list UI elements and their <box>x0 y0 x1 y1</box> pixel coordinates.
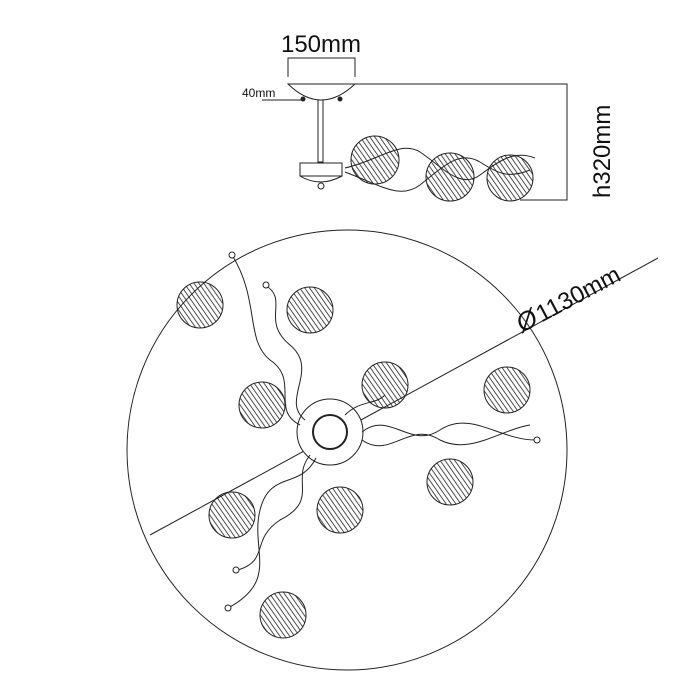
globe <box>483 366 531 414</box>
canopy <box>286 83 357 101</box>
base <box>299 162 343 183</box>
arm <box>264 284 306 421</box>
canopy-height-label: 40mm <box>242 86 275 100</box>
outline-circle <box>126 229 568 671</box>
globe <box>486 154 534 202</box>
arm <box>237 454 311 571</box>
arm <box>361 422 536 441</box>
globe <box>425 152 475 202</box>
globe <box>350 135 400 185</box>
globe <box>316 486 364 534</box>
hub-inner <box>312 414 348 450</box>
total-height-label: h320mm <box>589 105 616 198</box>
diameter-label: 1130mm <box>532 261 626 328</box>
rod <box>317 99 324 163</box>
globe <box>361 361 409 409</box>
side-view <box>262 57 568 202</box>
globe <box>208 491 256 539</box>
top-view <box>126 229 659 671</box>
globe <box>176 281 224 329</box>
hub-outer <box>296 398 364 466</box>
globe <box>238 381 286 429</box>
canopy-width-bracket <box>287 57 356 77</box>
canopy-width-label: 150mm <box>281 31 361 58</box>
diameter-label-group: Ø 1130mm <box>510 261 626 339</box>
globe <box>286 286 334 334</box>
height-dimension-line <box>355 83 568 201</box>
globe <box>426 458 474 506</box>
globe <box>259 591 307 639</box>
